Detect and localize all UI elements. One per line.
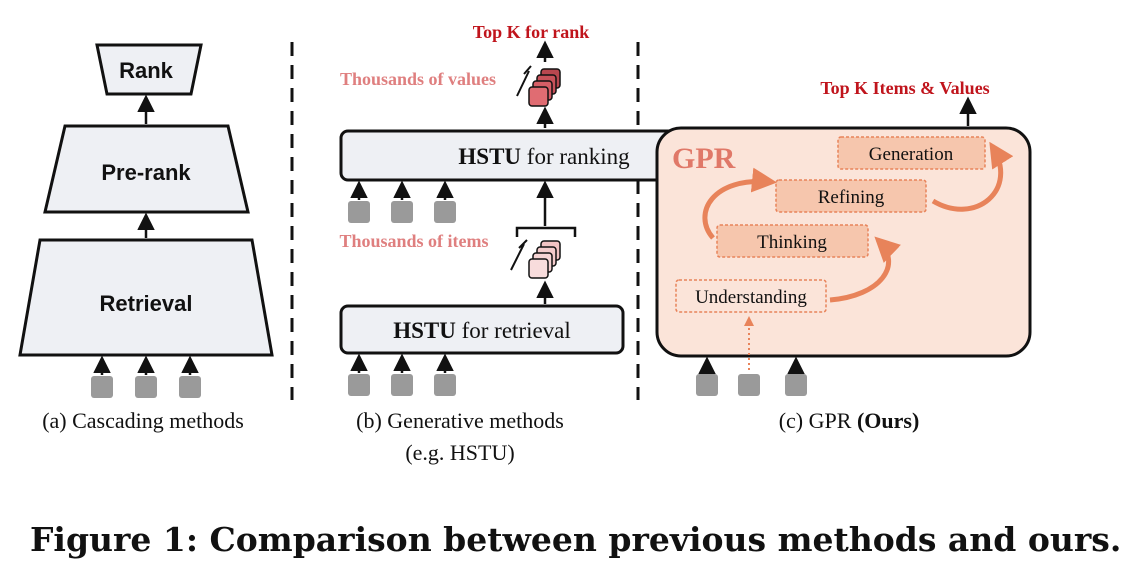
item-bracket xyxy=(515,226,577,237)
input-token xyxy=(738,374,760,396)
input-token xyxy=(434,374,456,396)
panel-a-cascading: Rank Pre-rank Retrieval (a) Cascading me… xyxy=(18,43,274,433)
figure-caption: Figure 1: Comparison between previous me… xyxy=(30,520,1121,559)
step-generation xyxy=(837,136,986,170)
thousands-values-label: Thousands of values xyxy=(340,69,496,89)
step-refining-label: Refining xyxy=(818,187,885,208)
input-token xyxy=(391,201,413,223)
input-token xyxy=(91,376,113,398)
top-k-rank-label: Top K for rank xyxy=(473,22,590,42)
thousands-items-label: Thousands of items xyxy=(339,231,488,251)
rank-label: Rank xyxy=(119,58,174,83)
input-token xyxy=(391,374,413,396)
curve-arrow-refining-generation xyxy=(931,141,1014,212)
step-generation-label: Generation xyxy=(869,144,954,165)
panel-b-caption-line2: (e.g. HSTU) xyxy=(405,440,514,465)
rank-stage xyxy=(95,43,203,96)
panel-b-caption-line1: (b) Generative methods xyxy=(356,408,564,433)
curve-arrow-understanding-thinking xyxy=(829,236,902,303)
panel-b-generative: Top K for rank Thousands of values HSTU … xyxy=(339,22,749,465)
retrieval-label: Retrieval xyxy=(100,291,193,316)
prerank-label: Pre-rank xyxy=(101,160,191,185)
panel-c-gpr: Top K Items & Values GPR Generation Refi… xyxy=(655,78,1032,433)
step-thinking-label: Thinking xyxy=(757,232,827,253)
input-token xyxy=(179,376,201,398)
input-token xyxy=(696,374,718,396)
gpr-title: GPR xyxy=(672,142,736,175)
prerank-stage xyxy=(43,124,250,214)
input-token xyxy=(135,376,157,398)
value-stack-icon xyxy=(516,65,561,107)
hstu-ranking-label: HSTU for ranking xyxy=(458,144,630,169)
input-token xyxy=(434,201,456,223)
top-k-items-values-label: Top K Items & Values xyxy=(820,78,989,98)
curve-arrow-thinking-refining xyxy=(702,167,777,240)
panel-c-caption: (c) GPR (Ours) xyxy=(779,408,920,433)
retrieval-stage xyxy=(18,238,274,357)
input-token xyxy=(348,374,370,396)
panel-a-caption: (a) Cascading methods xyxy=(42,408,244,433)
step-understanding xyxy=(675,279,827,313)
input-token xyxy=(785,374,807,396)
step-understanding-label: Understanding xyxy=(695,287,807,308)
figure-diagram: Rank Pre-rank Retrieval (a) Cascading me… xyxy=(18,22,1032,465)
hstu-retrieval-box xyxy=(339,304,625,355)
item-stack-icon xyxy=(510,239,561,279)
hstu-retrieval-label: HSTU for retrieval xyxy=(393,318,571,343)
step-thinking xyxy=(716,224,869,258)
step-refining xyxy=(775,179,927,213)
input-token xyxy=(348,201,370,223)
